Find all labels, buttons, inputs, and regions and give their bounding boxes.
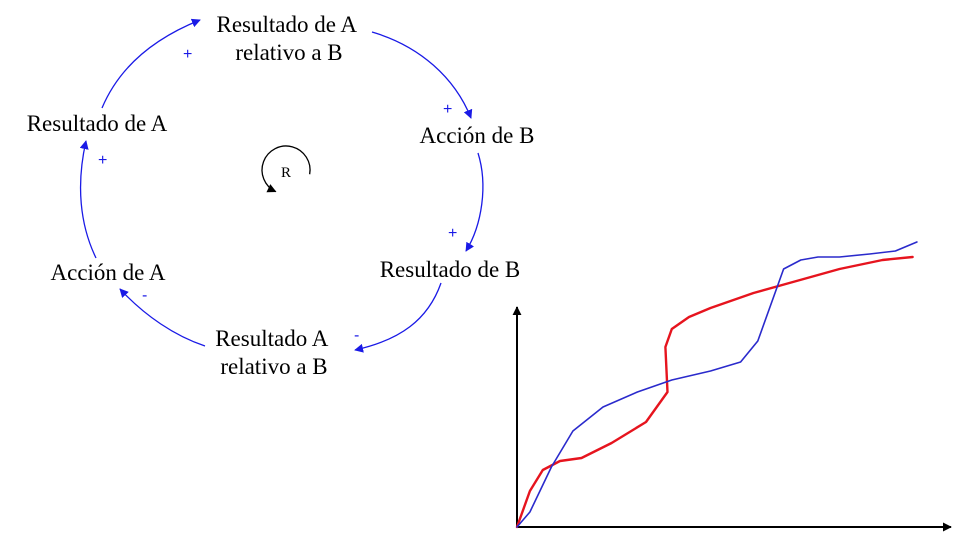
reinforcing-loop-indicator: R <box>261 145 311 193</box>
polarity-sign: + <box>98 152 107 169</box>
link-resultado-b-to-resultado-a-rel-b-bottom <box>354 282 442 353</box>
polarity-sign: + <box>448 225 457 242</box>
series-line-blue <box>516 241 918 528</box>
loop-arrow-icon <box>261 145 311 193</box>
loop-label: R <box>281 165 291 181</box>
series-layer <box>515 241 918 529</box>
link-resultado-a-rel-b-bottom-to-accion-a <box>119 288 206 347</box>
link-resultado-a-to-resultado-a-rel-b <box>101 18 201 109</box>
series-line-red <box>515 255 914 529</box>
node-line: relativo a B <box>235 40 342 65</box>
link-accion-b-to-resultado-b <box>465 152 484 252</box>
causal-links <box>79 18 484 353</box>
node-line: Acción de B <box>420 123 535 148</box>
node-resultado-a-rel-b-top: Resultado de A relativo a B <box>216 12 361 65</box>
node-accion-a: Acción de A <box>51 260 166 285</box>
polarity-signs: + + + - - + <box>98 46 457 344</box>
link-accion-a-to-resultado-a <box>79 140 97 259</box>
link-resultado-a-rel-b-to-accion-b <box>371 31 473 119</box>
node-resultado-a-rel-b-bottom: Resultado A relativo a B <box>215 326 333 379</box>
node-line: Resultado de B <box>380 257 521 282</box>
node-resultado-b: Resultado de B <box>380 257 521 282</box>
node-line: Resultado de A <box>216 12 357 37</box>
node-line: Resultado A <box>215 326 328 351</box>
polarity-sign: + <box>183 46 192 63</box>
node-line: Resultado de A <box>27 111 168 136</box>
node-line: Acción de A <box>51 260 166 285</box>
behavior-over-time-chart <box>512 241 952 532</box>
polarity-sign: - <box>354 327 359 344</box>
node-line: relativo a B <box>220 354 327 379</box>
node-accion-b: Acción de B <box>420 123 535 148</box>
polarity-sign: - <box>142 287 147 304</box>
node-resultado-a: Resultado de A <box>27 111 168 136</box>
polarity-sign: + <box>443 101 452 118</box>
diagram-nodes: Resultado de A relativo a B Acción de B … <box>27 12 535 379</box>
